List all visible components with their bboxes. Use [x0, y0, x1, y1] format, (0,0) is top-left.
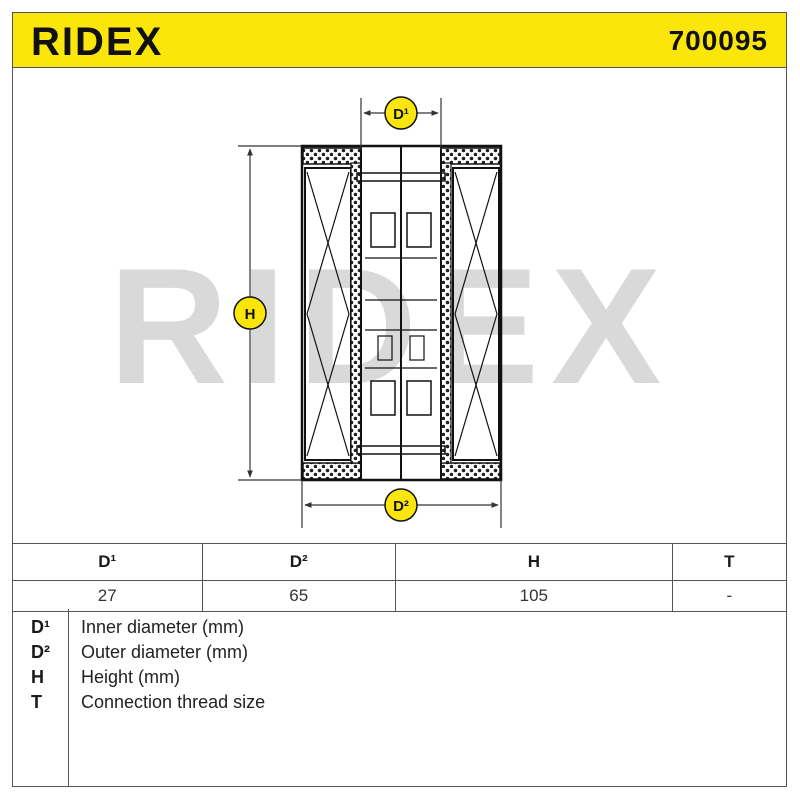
- brand-logo: RIDEX: [31, 20, 206, 66]
- value-d1: 27: [13, 580, 203, 612]
- header-bar: RIDEX 700095: [13, 13, 786, 68]
- legend-key: D²: [31, 642, 50, 662]
- legend-desc: Inner diameter (mm): [81, 617, 245, 637]
- legend: D¹ Inner diameter (mm) D² Outer diameter…: [13, 609, 786, 786]
- header-d2: D²: [201, 543, 396, 581]
- part-number: 700095: [668, 25, 768, 56]
- value-t: -: [671, 580, 786, 612]
- outer-diameter-badge: [384, 488, 418, 522]
- brand-logo-text: RIDEX: [31, 21, 163, 61]
- product-sheet: RIDEX 700095 RIDEX: [12, 12, 787, 787]
- watermark-text: RIDEX: [109, 234, 673, 418]
- specs-value-row: 27 65 105 -: [13, 580, 786, 612]
- legend-key: H: [31, 667, 44, 687]
- legend-desc: Connection thread size: [81, 692, 266, 712]
- header-d1: D¹: [13, 543, 203, 581]
- specs-header-row: D¹ D² H T: [13, 543, 786, 581]
- legend-divider: [68, 609, 69, 786]
- filter-body: [300, 144, 503, 482]
- header-t: T: [671, 543, 786, 581]
- legend-desc: Outer diameter (mm): [81, 642, 249, 662]
- specs-table: D¹ D² H T 27 65 105 -: [13, 543, 786, 612]
- height-label: H: [245, 306, 256, 323]
- height-badge: [233, 296, 267, 330]
- inner-diameter-label: D¹: [393, 106, 409, 123]
- filter-drawing: RIDEX: [13, 68, 786, 544]
- legend-desc: Height (mm): [81, 667, 181, 687]
- value-d2: 65: [201, 580, 396, 612]
- inner-diameter-badge: [384, 96, 418, 130]
- legend-key: D¹: [31, 617, 50, 637]
- outer-diameter-label: D²: [393, 498, 409, 515]
- value-h: 105: [394, 580, 673, 612]
- legend-key: T: [31, 692, 42, 712]
- header-h: H: [394, 543, 673, 581]
